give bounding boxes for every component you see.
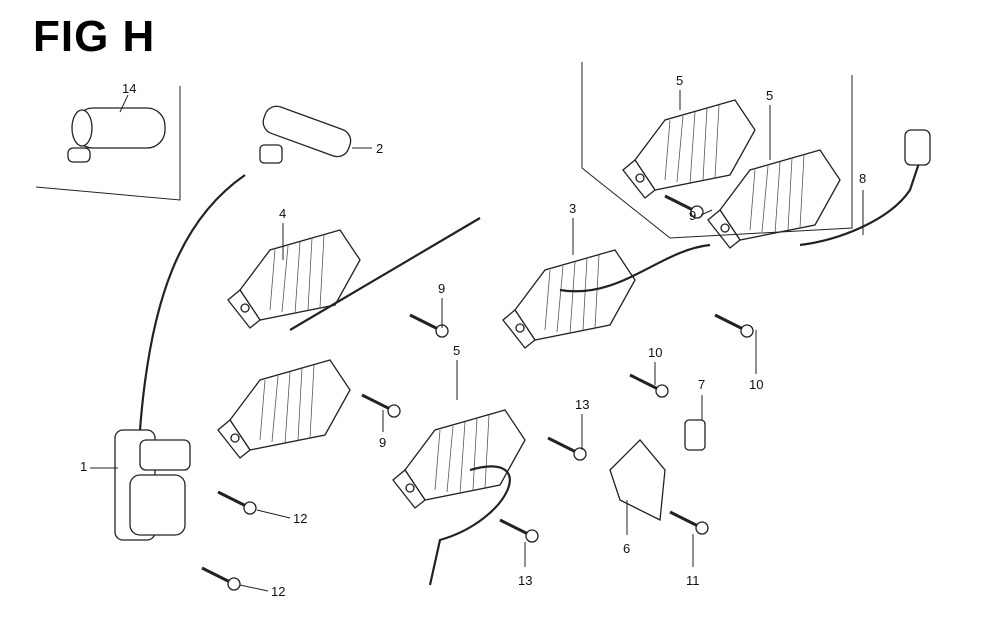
callout-2: 2 xyxy=(376,141,383,156)
part-6-bracket xyxy=(609,439,666,522)
callout-12: 12 xyxy=(271,584,285,599)
callout-4: 4 xyxy=(279,206,286,221)
part-1-ignition-coil xyxy=(90,174,246,541)
part-4-coil-lower xyxy=(217,359,351,459)
figure-title: FIG H xyxy=(33,12,156,61)
bolt-13 xyxy=(546,436,588,462)
bolt-13-lower xyxy=(498,518,540,544)
callout-1: 1 xyxy=(80,459,87,474)
callout-12: 12 xyxy=(293,511,307,526)
part-3-coil xyxy=(502,249,636,349)
callout-13: 13 xyxy=(575,397,589,412)
part-8-wire-harness xyxy=(799,129,931,247)
bolt-9-lower xyxy=(360,393,402,419)
callout-8: 8 xyxy=(859,171,866,186)
callout-5: 5 xyxy=(453,343,460,358)
part-5-coil-upper-a xyxy=(622,99,756,199)
bolt-12 xyxy=(216,490,258,516)
part-4-coil xyxy=(227,229,361,329)
callout-13: 13 xyxy=(518,573,532,588)
part-14-spark-plug-cap-box xyxy=(35,86,181,201)
bolt-10 xyxy=(628,373,670,399)
callout-6: 6 xyxy=(623,541,630,556)
callout-11: 11 xyxy=(686,573,700,588)
callout-9: 9 xyxy=(438,281,445,296)
callout-9: 9 xyxy=(379,435,386,450)
callout-10: 10 xyxy=(648,345,662,360)
bolt-10-right xyxy=(713,313,755,339)
callout-5: 5 xyxy=(766,88,773,103)
bolt-9-inset xyxy=(663,194,705,220)
part-7-grommet xyxy=(684,419,706,451)
leader-lines xyxy=(239,90,771,592)
part-2-plug-cap xyxy=(259,105,372,164)
callout-5: 5 xyxy=(676,73,683,88)
callout-10: 10 xyxy=(749,377,763,392)
callout-9: 9 xyxy=(689,208,696,223)
callout-14: 14 xyxy=(122,81,136,96)
bolt-12-lower xyxy=(200,566,242,592)
callout-7: 7 xyxy=(698,377,705,392)
callout-3: 3 xyxy=(569,201,576,216)
inset-box xyxy=(581,62,853,239)
bolt-11 xyxy=(668,510,710,536)
